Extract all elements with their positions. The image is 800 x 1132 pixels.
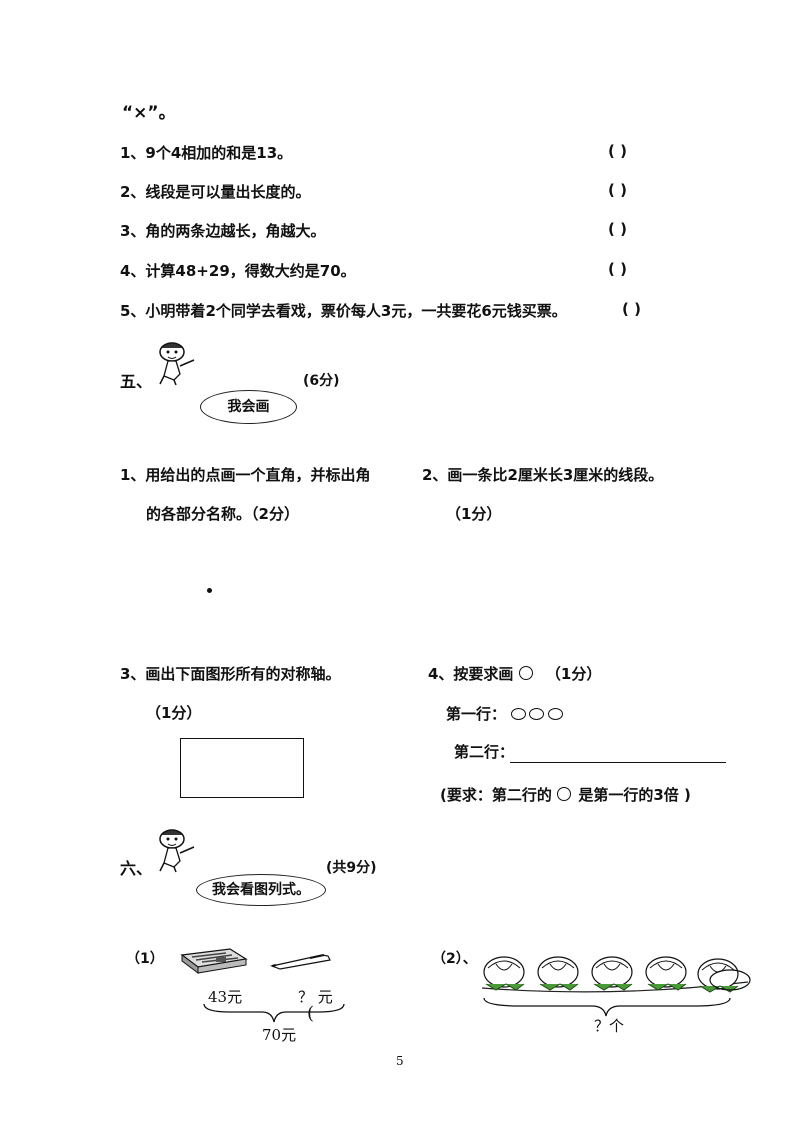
flower-group-4 xyxy=(645,956,687,991)
flower-group-3 xyxy=(591,956,633,991)
p1-price-a: 43元 xyxy=(208,988,243,1006)
judge-item-1: 1、9个4相加的和是13。 xyxy=(120,144,293,162)
row1-circles xyxy=(511,705,563,723)
section5-bubble: 我会画 xyxy=(200,390,297,424)
circle-icon xyxy=(518,666,533,680)
judge-answer-5[interactable]: ( ) xyxy=(622,300,641,318)
row1-label: 第一行： xyxy=(446,705,507,723)
header-mark: “×”。 xyxy=(122,103,176,123)
s5-q4-title: 4、按要求画 （1分） xyxy=(428,663,601,684)
p1-price-b: ？ 元 xyxy=(298,988,333,1006)
circle-icon xyxy=(511,708,527,720)
p2-brace xyxy=(483,997,731,1017)
flower-group-5 xyxy=(697,958,751,993)
p2-label: （2）、 xyxy=(432,951,477,967)
s5-q1-line1: 1、用给出的点画一个直角，并标出角 xyxy=(120,466,371,484)
circle-icon xyxy=(547,708,563,720)
row2-answer-line[interactable] xyxy=(510,762,726,763)
section5-bubble-label: 我会画 xyxy=(227,399,270,415)
section6-bubble: 我会看图列式。 xyxy=(196,874,326,906)
s5-q3-line1: 3、画出下面图形所有的对称轴。 xyxy=(120,665,341,683)
s5-q4-title-pre: 4、按要求画 xyxy=(428,665,514,683)
p2-total: ？个 xyxy=(594,1017,625,1035)
flowers-icon xyxy=(481,956,751,993)
judge-answer-1[interactable]: ( ) xyxy=(608,142,627,160)
judge-item-3: 3、角的两条边越长，角越大。 xyxy=(120,222,326,240)
judge-item-4: 4、计算48+29，得数大约是70。 xyxy=(120,262,356,280)
pen-icon xyxy=(270,954,331,970)
requirement-post: 是第一行的3倍 ) xyxy=(578,786,691,804)
judge-item-5: 5、小明带着2个同学去看戏，票价每人3元，一共要花6元钱买票。 xyxy=(120,302,567,320)
p1-label: （1） xyxy=(126,951,164,967)
page-number: 5 xyxy=(396,1054,404,1068)
p1-total: 70元 xyxy=(262,1026,297,1044)
flower-group-2 xyxy=(537,956,579,991)
judge-answer-3[interactable]: ( ) xyxy=(608,220,627,238)
p1-brace xyxy=(203,1003,345,1023)
s5-q4-title-post: （1分） xyxy=(545,665,602,683)
section6-bubble-label: 我会看图列式。 xyxy=(212,882,310,898)
given-point[interactable] xyxy=(207,588,212,593)
circle-icon xyxy=(557,787,572,801)
requirement-pre: (要求：第二行的 xyxy=(440,786,552,804)
section6-score: (共9分) xyxy=(326,860,377,876)
judge-answer-2[interactable]: ( ) xyxy=(608,181,627,199)
section6-number: 六、 xyxy=(120,859,153,878)
cartoon-character-icon xyxy=(159,829,195,873)
judge-item-2: 2、线段是可以量出长度的。 xyxy=(120,183,311,201)
s5-q1-line2: 的各部分名称。（2分） xyxy=(146,505,299,523)
circle-icon xyxy=(529,708,545,720)
row2-label: 第二行： xyxy=(454,743,515,761)
section5-score: (6分) xyxy=(303,373,340,389)
section5-number: 五、 xyxy=(120,372,153,391)
judge-answer-4[interactable]: ( ) xyxy=(608,260,627,278)
cartoon-character-icon xyxy=(159,342,195,386)
s5-q3-line2: （1分） xyxy=(146,704,202,722)
rectangle-figure[interactable] xyxy=(180,738,304,798)
row1: 第一行： xyxy=(446,703,563,724)
newspaper-icon xyxy=(180,948,248,974)
requirement-note: (要求：第二行的 是第一行的3倍 ) xyxy=(440,784,691,805)
flower-group-1 xyxy=(483,956,525,991)
p1-paren: ( xyxy=(307,1003,315,1024)
s5-q2-line1: 2、画一条比2厘米长3厘米的线段。 xyxy=(422,466,664,484)
s5-q2-line2: （1分） xyxy=(446,505,502,523)
